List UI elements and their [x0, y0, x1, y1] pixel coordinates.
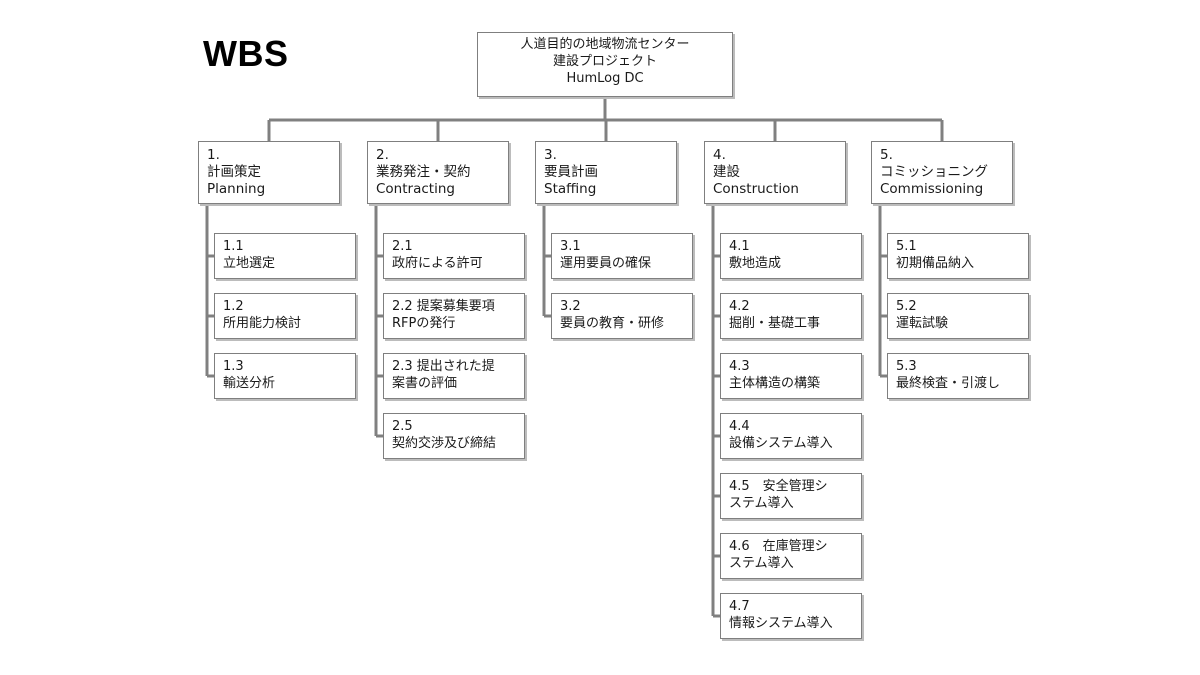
task-box-5-1: 5.1 初期備品納入: [887, 233, 1029, 279]
task-line-2: 主体構造の構築: [729, 376, 821, 391]
task-line-1: 1.1: [223, 239, 244, 254]
phase-name-ja: コミッショニング: [880, 164, 988, 180]
phase-number: 2.: [376, 147, 389, 163]
task-box-1-3: 1.3 輸送分析: [214, 353, 356, 399]
task-line-2: ステム導入: [729, 496, 794, 511]
task-line-2: 敷地造成: [729, 256, 782, 271]
task-box-3-2: 3.2 要員の教育・研修: [551, 293, 693, 339]
phase-name-en: Commissioning: [880, 181, 984, 197]
task-line-1: 4.2: [729, 299, 750, 314]
task-line-1: 2.3 提出された提: [392, 359, 495, 374]
task-box-2-3: 2.3 提出された提案書の評価: [383, 353, 525, 399]
task-line-1: 4.5 安全管理シ: [729, 479, 828, 494]
phase-name-en: Construction: [713, 181, 799, 197]
task-line-2: 初期備品納入: [896, 256, 975, 271]
root-line-3: HumLog DC: [566, 71, 644, 86]
phase-number: 1.: [207, 147, 220, 163]
root-line-2: 建設プロジェクト: [552, 54, 657, 69]
task-box-5-3: 5.3 最終検査・引渡し: [887, 353, 1029, 399]
task-box-2-4: 2.5 契約交渉及び締結: [383, 413, 525, 459]
task-line-1: 2.5: [392, 419, 413, 434]
task-line-2: 立地選定: [223, 256, 276, 271]
task-line-2: 最終検査・引渡し: [896, 376, 1001, 391]
task-line-2: 運用要員の確保: [560, 256, 652, 271]
task-line-2: 政府による許可: [392, 256, 483, 271]
phase-name-en: Planning: [207, 181, 266, 197]
phase-number: 4.: [713, 147, 726, 163]
phase-name-ja: 計画策定: [207, 164, 261, 180]
root-line-1: 人道目的の地域物流センター: [520, 37, 690, 52]
task-line-1: 4.6 在庫管理シ: [729, 539, 828, 554]
task-line-2: 契約交渉及び締結: [392, 436, 497, 451]
task-line-2: RFPの発行: [392, 316, 456, 331]
task-line-1: 5.3: [896, 359, 917, 374]
task-line-1: 4.7: [729, 599, 750, 614]
task-box-4-3: 4.3 主体構造の構築: [720, 353, 862, 399]
phase-name-ja: 建設: [713, 164, 740, 180]
task-box-1-2: 1.2 所用能力検討: [214, 293, 356, 339]
task-line-2: 情報システム導入: [729, 616, 833, 631]
task-box-4-1: 4.1 敷地造成: [720, 233, 862, 279]
task-line-2: 掘削・基礎工事: [729, 316, 821, 331]
task-line-1: 2.2 提案募集要項: [392, 299, 495, 314]
task-line-1: 3.1: [560, 239, 581, 254]
task-box-4-2: 4.2 掘削・基礎工事: [720, 293, 862, 339]
task-line-1: 2.1: [392, 239, 413, 254]
task-line-1: 3.2: [560, 299, 581, 314]
task-box-4-6: 4.6 在庫管理システム導入: [720, 533, 862, 579]
phase-name-en: Contracting: [376, 181, 455, 197]
phase-number: 5.: [880, 147, 893, 163]
phase-name-ja: 業務発注・契約: [376, 164, 471, 180]
task-line-2: 設備システム導入: [729, 436, 833, 451]
task-box-3-1: 3.1 運用要員の確保: [551, 233, 693, 279]
task-box-2-1: 2.1 政府による許可: [383, 233, 525, 279]
task-line-1: 5.1: [896, 239, 917, 254]
phase-name-en: Staffing: [544, 181, 597, 197]
root-project-box: 人道目的の地域物流センター 建設プロジェクト HumLog DC: [477, 32, 733, 97]
task-box-1-1: 1.1 立地選定: [214, 233, 356, 279]
task-box-4-4: 4.4 設備システム導入: [720, 413, 862, 459]
task-box-2-2: 2.2 提案募集要項 RFPの発行: [383, 293, 525, 339]
task-box-5-2: 5.2 運転試験: [887, 293, 1029, 339]
task-box-4-5: 4.5 安全管理システム導入: [720, 473, 862, 519]
task-line-2: ステム導入: [729, 556, 794, 571]
task-line-1: 4.3: [729, 359, 750, 374]
task-line-2: 所用能力検討: [223, 316, 302, 331]
task-line-2: 案書の評価: [392, 376, 458, 391]
wbs-title: WBS: [203, 33, 289, 74]
task-line-2: 運転試験: [896, 316, 949, 331]
phase-number: 3.: [544, 147, 557, 163]
task-box-4-7: 4.7 情報システム導入: [720, 593, 862, 639]
task-line-1: 4.4: [729, 419, 750, 434]
task-line-2: 要員の教育・研修: [560, 316, 665, 331]
task-line-1: 5.2: [896, 299, 917, 314]
task-line-1: 1.3: [223, 359, 244, 374]
phase-name-ja: 要員計画: [544, 164, 598, 180]
task-line-1: 1.2: [223, 299, 244, 314]
task-line-2: 輸送分析: [223, 376, 276, 391]
task-line-1: 4.1: [729, 239, 750, 254]
